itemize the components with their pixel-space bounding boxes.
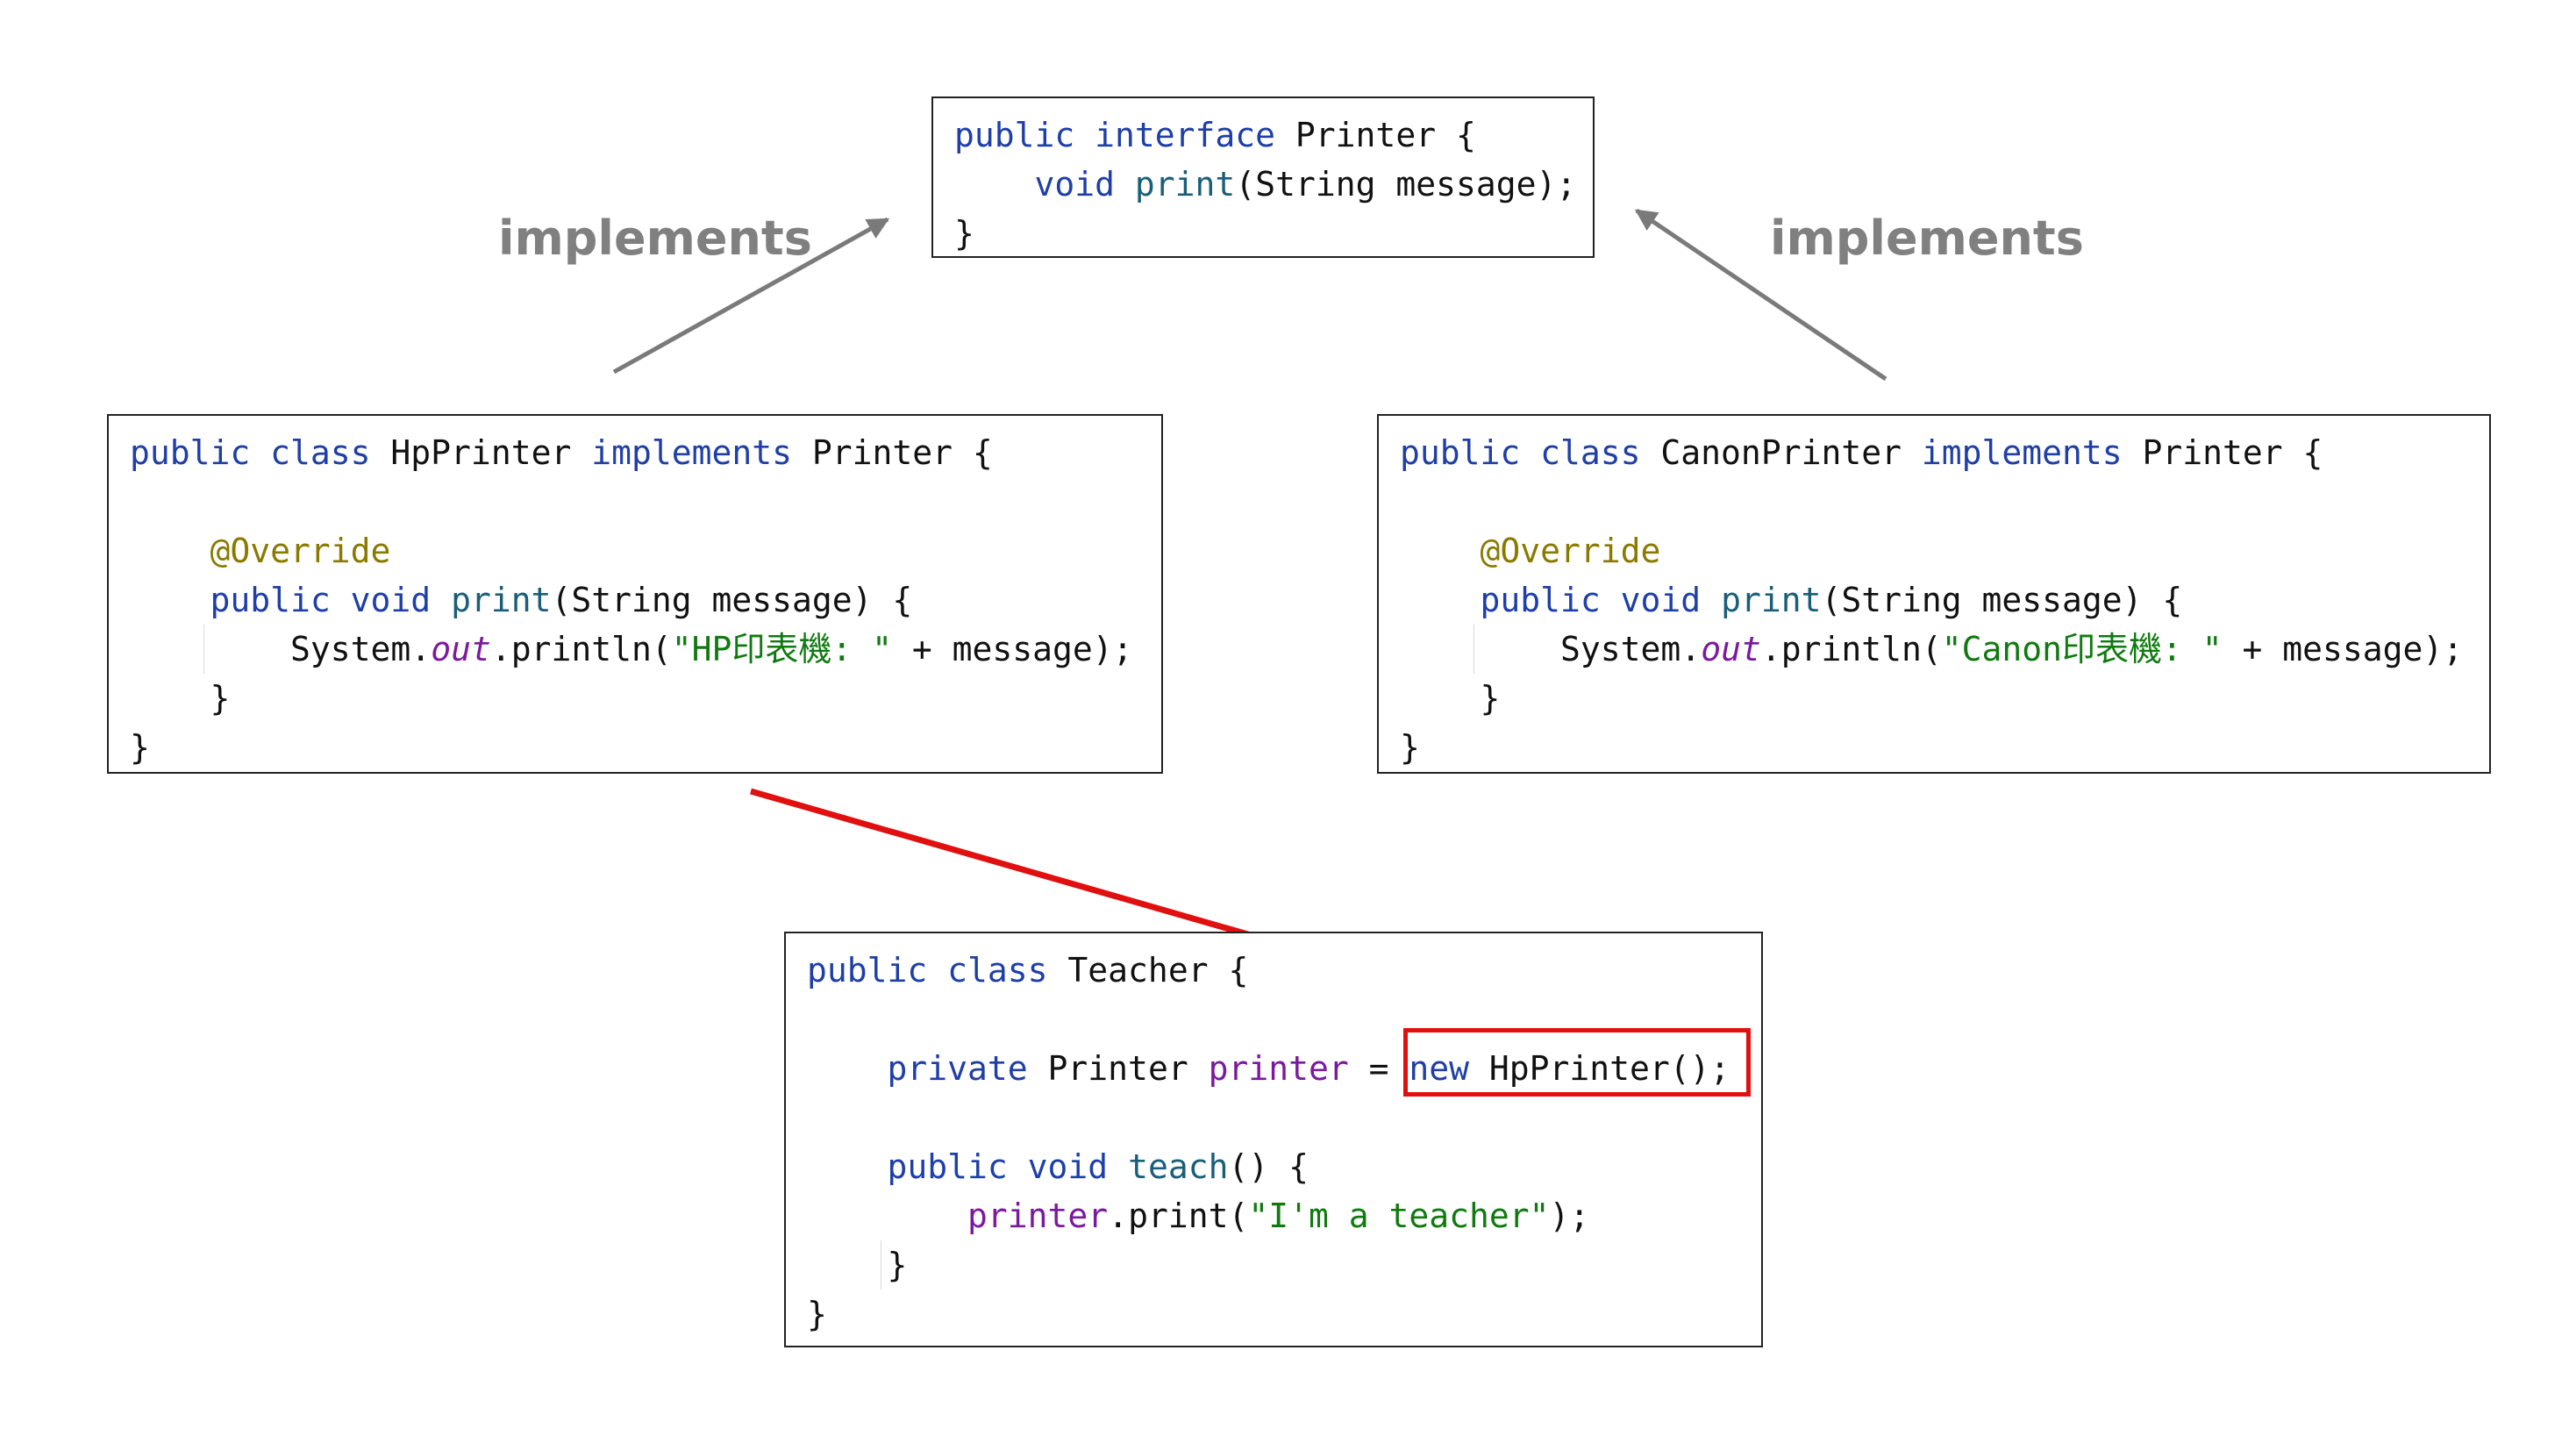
string-literal: "HP印表機: " bbox=[671, 630, 893, 668]
code-line: public void print(String message) { bbox=[1400, 575, 2470, 625]
keyword: new bbox=[1409, 1049, 1470, 1088]
keyword: public class bbox=[1400, 433, 1641, 472]
method-name: teach bbox=[1128, 1147, 1229, 1186]
code-text: } bbox=[807, 1295, 827, 1333]
code-line: void print(String message); bbox=[954, 160, 1577, 209]
hp-implements-arrow bbox=[612, 217, 890, 375]
code-text: } bbox=[1480, 679, 1501, 718]
type-name: Printer bbox=[1027, 1049, 1209, 1088]
code-text: } bbox=[210, 679, 231, 718]
new-hpprinter-highlight bbox=[1403, 1028, 1751, 1097]
code-text: () { bbox=[1228, 1147, 1309, 1186]
keyword: public class bbox=[130, 433, 371, 472]
code-line: } bbox=[954, 209, 1573, 258]
code-text: Printer { bbox=[2122, 433, 2323, 472]
code-line: System.out.println("HP印表機: " + message); bbox=[130, 625, 1142, 674]
static-field: out bbox=[431, 630, 491, 668]
keyword: implements bbox=[1921, 433, 2123, 472]
keyword: public void bbox=[210, 581, 432, 619]
code-text: = bbox=[1348, 1049, 1409, 1088]
code-text: + message); bbox=[892, 630, 1133, 668]
canon-implements-arrow bbox=[1634, 208, 1887, 382]
indent-guide bbox=[203, 625, 204, 674]
code-line: public void print(String message) { bbox=[130, 575, 1142, 625]
string-literal: "I'm a teacher" bbox=[1248, 1197, 1550, 1235]
code-line: @Override bbox=[130, 526, 1142, 575]
code-line: public class HpPrinter implements Printe… bbox=[130, 428, 1142, 477]
code-text: } bbox=[130, 728, 150, 767]
method-name: print bbox=[1134, 165, 1236, 204]
right-implements-label: implements bbox=[1770, 211, 2084, 266]
code-line: } bbox=[807, 1290, 1742, 1339]
code-text: } bbox=[887, 1246, 908, 1284]
keyword: private bbox=[887, 1049, 1028, 1088]
code-text: Teacher { bbox=[1047, 951, 1249, 990]
annotation: @Override bbox=[1480, 532, 1661, 570]
code-text: (String message); bbox=[1235, 165, 1577, 204]
code-line bbox=[130, 477, 1142, 526]
code-text: System. bbox=[1560, 630, 1702, 668]
code-line: public void teach() { bbox=[807, 1142, 1742, 1191]
code-line: printer.print("I'm a teacher"); bbox=[807, 1191, 1742, 1240]
code-text: (String message) { bbox=[1821, 581, 2183, 619]
keyword: public void bbox=[887, 1147, 1109, 1186]
string-literal: "Canon印表機: " bbox=[1941, 630, 2223, 668]
code-text: .println( bbox=[490, 630, 672, 668]
code-text: .print( bbox=[1108, 1197, 1249, 1235]
code-line: @Override bbox=[1400, 526, 2470, 575]
code-line: System.out.println("Canon印表機: " + messag… bbox=[1400, 625, 2470, 674]
keyword: public void bbox=[1480, 581, 1702, 619]
code-line: public interface Printer { bbox=[954, 111, 1573, 160]
code-line: } bbox=[1400, 723, 2470, 772]
code-text: (String message) { bbox=[551, 581, 913, 619]
static-field: out bbox=[1701, 630, 1761, 668]
teacher-class-code-box: public class Teacher { private Printer p… bbox=[784, 932, 1763, 1347]
method-name: print bbox=[1721, 581, 1822, 619]
class-name: HpPrinter bbox=[370, 433, 592, 472]
keyword: public class bbox=[807, 951, 1048, 990]
code-line: public class Teacher { bbox=[807, 946, 1742, 995]
canonprinter-class-code-box: public class CanonPrinter implements Pri… bbox=[1377, 414, 2491, 774]
code-line: private Printer printer = new HpPrinter(… bbox=[807, 1044, 1742, 1093]
code-line: public class CanonPrinter implements Pri… bbox=[1400, 428, 2470, 477]
code-text: + message); bbox=[2222, 630, 2464, 668]
method-name: print bbox=[451, 581, 552, 619]
code-text: System. bbox=[290, 630, 432, 668]
printer-interface-code-box: public interface Printer { void print(St… bbox=[931, 96, 1595, 258]
left-implements-label: implements bbox=[498, 211, 812, 266]
code-line: } bbox=[1400, 674, 2470, 723]
code-line bbox=[807, 1093, 1742, 1142]
code-text: ); bbox=[1549, 1197, 1590, 1235]
hpprinter-class-code-box: public class HpPrinter implements Printe… bbox=[107, 414, 1163, 774]
code-text: } bbox=[954, 214, 974, 253]
code-line: } bbox=[130, 723, 1142, 772]
keyword: implements bbox=[591, 433, 792, 472]
field-name: printer bbox=[967, 1197, 1109, 1235]
keyword: void bbox=[1034, 165, 1116, 204]
code-text: .println( bbox=[1760, 630, 1942, 668]
code-line: } bbox=[130, 674, 1142, 723]
code-text: Printer { bbox=[1275, 116, 1476, 154]
field-name: printer bbox=[1208, 1049, 1349, 1088]
code-line bbox=[1400, 477, 2470, 526]
code-text: Printer { bbox=[792, 433, 993, 472]
code-text: HpPrinter(); bbox=[1469, 1049, 1730, 1088]
annotation: @Override bbox=[210, 532, 391, 570]
code-text: } bbox=[1400, 728, 1420, 767]
keyword: public interface bbox=[954, 116, 1276, 154]
code-line: } bbox=[807, 1240, 1742, 1290]
class-name: CanonPrinter bbox=[1640, 433, 1922, 472]
